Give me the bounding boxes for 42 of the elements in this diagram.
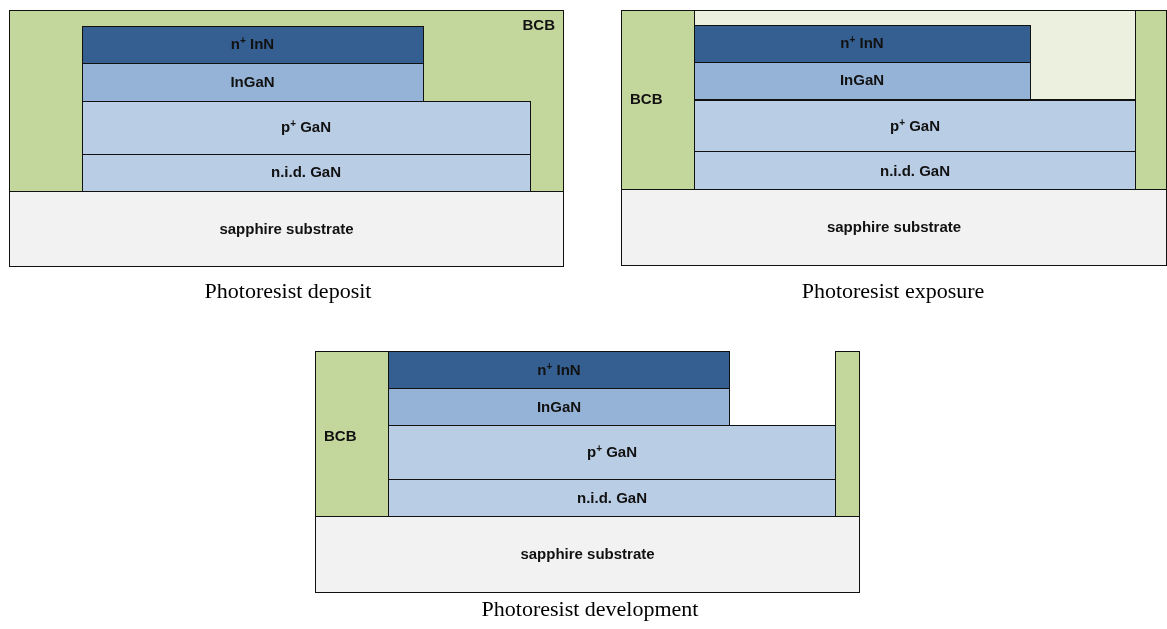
layer-label: n$^{+}$ InN [230,36,275,53]
photoresist-layer [9,10,564,192]
photoresist-bar [1135,10,1167,191]
layer-label: sapphire substrate [219,220,354,238]
layer [388,479,836,517]
layer [81,100,531,155]
layer-label: BCB [630,91,663,108]
photoresist-layer [621,10,695,191]
layer [81,153,531,192]
panel-caption: Photoresist exposure [801,278,985,304]
layer [81,25,424,64]
substrate-layer [315,516,860,593]
layer [388,351,730,389]
layer-label: InGaN [230,73,275,91]
panel-caption: Photoresist deposit [204,278,372,304]
layer [693,61,1031,100]
layer-label: InGaN [839,72,885,89]
layer-label: n.i.d. GaN [577,489,647,507]
layer-label: p$^{+}$ GaN [281,119,331,136]
layer [694,100,1136,152]
layer-label: sapphire substrate [826,219,962,236]
layer-label: n$^{+}$ InN [840,35,884,52]
substrate-layer [9,191,564,267]
panel-caption: Photoresist development [481,596,699,622]
exposed-photoresist-region [694,10,1136,100]
layer-label: InGaN [536,398,582,416]
photoresist-layer [315,351,389,517]
layer-label: p$^{+}$ GaN [890,117,940,135]
layer [81,62,424,102]
layer [693,24,1031,63]
layer-label: n.i.d. GaN [271,164,341,181]
layer-label: BCB [522,17,555,34]
layer-label: sapphire substrate [520,546,655,563]
layer-label: n$^{+}$ InN [537,361,581,379]
layer [694,151,1136,191]
layer-label: n.i.d. GaN [880,162,950,180]
layer [388,388,730,426]
photoresist-bar [835,351,860,517]
layer [388,425,836,480]
layer-label: p$^{+}$ GaN [587,444,637,461]
layer-label: BCB [324,428,357,445]
substrate-layer [621,189,1167,266]
